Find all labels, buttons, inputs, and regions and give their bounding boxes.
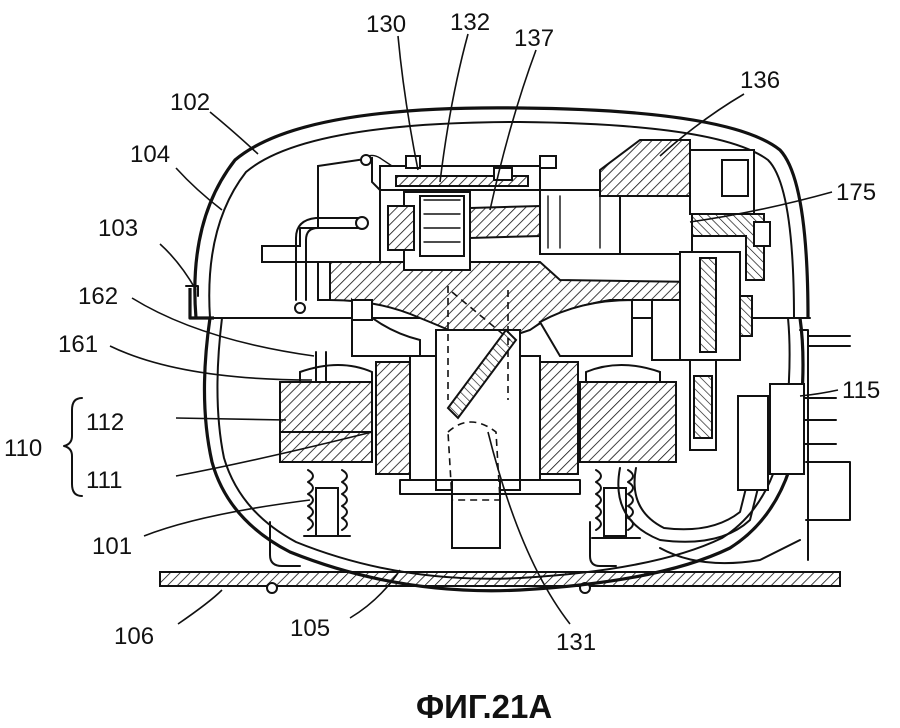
label-132: 132 — [450, 9, 490, 36]
label-162: 162 — [78, 283, 118, 310]
label-104: 104 — [130, 141, 170, 168]
label-110: 110 — [4, 435, 42, 462]
label-111: 111 — [86, 467, 122, 494]
label-102: 102 — [170, 89, 210, 116]
motor-rotor — [375, 355, 579, 481]
label-115: 115 — [842, 377, 880, 404]
mounting-feet — [269, 521, 617, 567]
label-112: 112 — [86, 409, 124, 436]
label-105: 105 — [290, 615, 330, 642]
label-130: 130 — [366, 11, 406, 38]
label-106: 106 — [114, 623, 154, 650]
discharge-pipe — [294, 216, 369, 314]
label-161: 161 — [58, 331, 98, 358]
label-101: 101 — [92, 533, 132, 560]
label-137: 137 — [514, 25, 554, 52]
reference-labels: 130 132 137 136 102 104 175 103 162 161 … — [4, 9, 880, 656]
label-175: 175 — [836, 179, 876, 206]
figure-caption: ФИГ.21А — [416, 688, 552, 725]
label-136: 136 — [740, 67, 780, 94]
bracket-110 — [63, 397, 83, 497]
piston-cylinder — [539, 139, 771, 281]
leader-lines — [109, 33, 839, 625]
label-131: 131 — [556, 629, 596, 656]
crank-mechanism — [651, 251, 753, 451]
frame-block — [261, 156, 702, 357]
label-103: 103 — [98, 215, 138, 242]
crankshaft — [399, 286, 581, 549]
terminal-connector — [737, 329, 851, 561]
cylinder-head — [360, 154, 557, 271]
motor-stator — [279, 351, 677, 463]
wiring — [617, 467, 801, 565]
